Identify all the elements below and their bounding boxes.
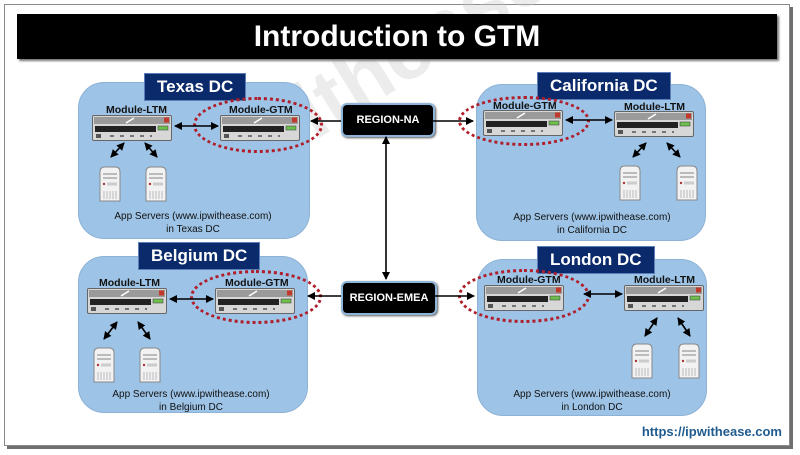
- link-ltm-server1-belgium: [103, 321, 118, 340]
- region-emea-label: REGION-EMEA: [349, 292, 429, 304]
- dc-label-texas: Texas DC: [144, 73, 247, 101]
- footer-url-link[interactable]: https://ipwithease.com: [641, 424, 782, 439]
- region-emea-box: REGION-EMEA: [341, 281, 437, 315]
- region-na-label: REGION-NA: [356, 114, 420, 126]
- ltm-label-london: Module-LTM: [634, 274, 696, 286]
- link-ltm-server2-california: [666, 142, 681, 158]
- caption-belgium: App Servers (www.ipwithease.com) in Belg…: [76, 388, 306, 414]
- link-ltm-server2-texas: [144, 142, 158, 158]
- link-ltm-server1-london: [644, 317, 658, 337]
- ltm-label-belgium: Module-LTM: [99, 277, 161, 289]
- ltm-label-california: Module-LTM: [624, 101, 686, 113]
- dc-label-california: California DC: [537, 72, 671, 100]
- link-ltm-server1-texas: [110, 142, 125, 158]
- page-title: Introduction to GTM: [253, 19, 541, 53]
- caption-line1: App Servers (www.ipwithease.com): [513, 389, 671, 400]
- caption-london: App Servers (www.ipwithease.com) in Lond…: [477, 388, 707, 414]
- caption-line2: in London DC: [561, 402, 623, 413]
- ltm-label-texas: Module-LTM: [106, 104, 168, 116]
- caption-line1: App Servers (www.ipwithease.com): [114, 211, 272, 222]
- link-ltm-server1-california: [632, 142, 647, 158]
- caption-line1: App Servers (www.ipwithease.com): [112, 389, 270, 400]
- dc-label-london: London DC: [537, 246, 655, 274]
- caption-line1: App Servers (www.ipwithease.com): [513, 212, 671, 223]
- caption-line2: in California DC: [556, 225, 628, 236]
- dc-label-belgium: Belgium DC: [138, 242, 261, 270]
- caption-line2: in Texas DC: [166, 224, 220, 235]
- caption-california: App Servers (www.ipwithease.com) in Cali…: [477, 211, 707, 237]
- link-ltm-server2-london: [677, 317, 691, 337]
- link-ltm-server2-belgium: [137, 321, 151, 340]
- caption-texas: App Servers (www.ipwithease.com) in Texa…: [78, 210, 308, 236]
- title-bar: Introduction to GTM: [17, 14, 777, 59]
- caption-line2: in Belgium DC: [159, 402, 223, 413]
